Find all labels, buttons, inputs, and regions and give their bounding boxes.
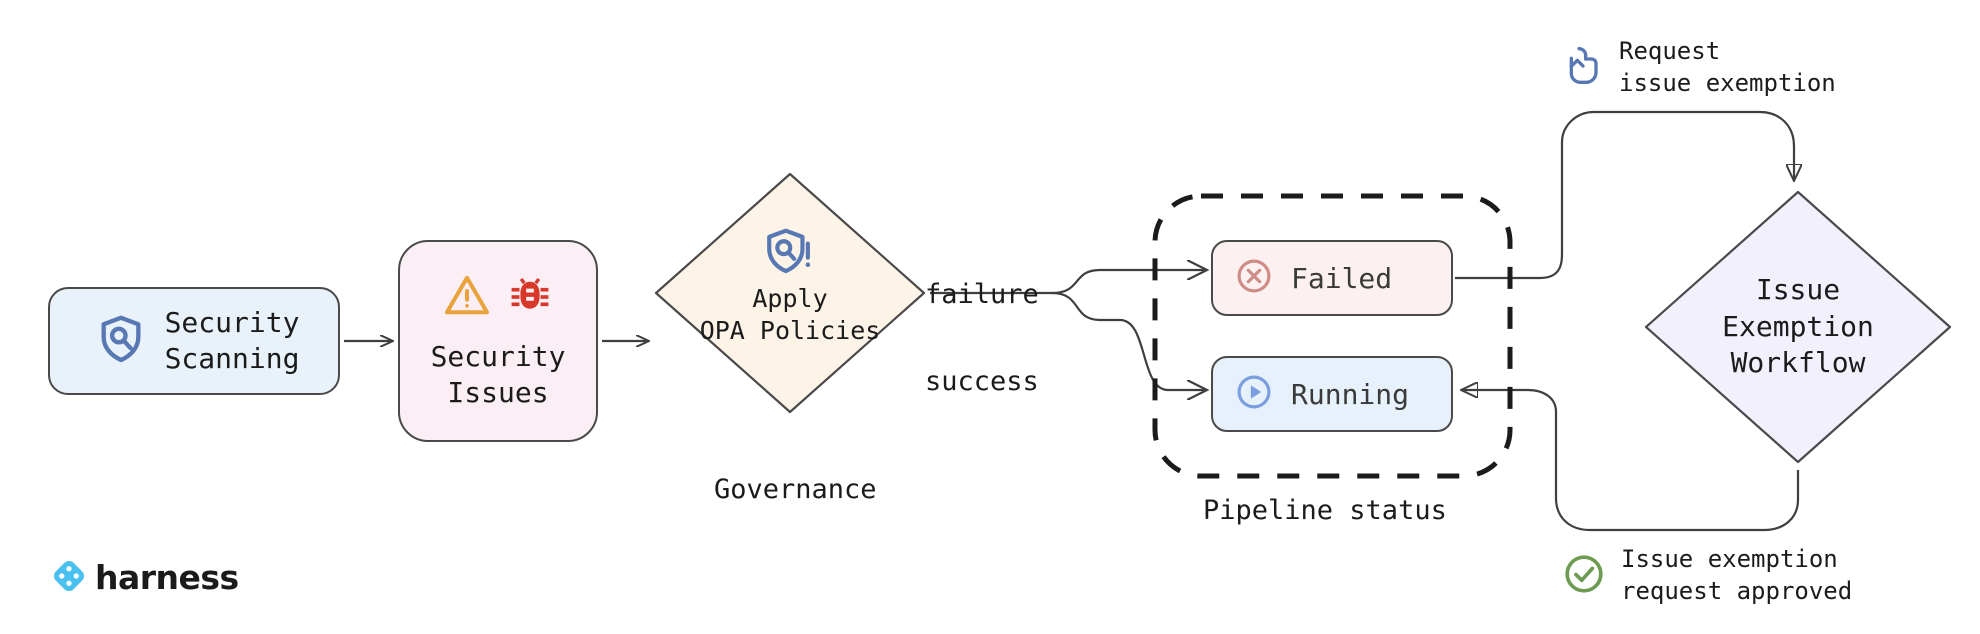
status-chip-failed[interactable]: Failed bbox=[1211, 240, 1453, 316]
circle-x-icon bbox=[1235, 257, 1273, 299]
harness-wordmark: harness bbox=[95, 558, 239, 597]
status-chip-running[interactable]: Running bbox=[1211, 356, 1453, 432]
node-label: Security Issues bbox=[430, 339, 566, 409]
node-label: Apply OPA Policies bbox=[699, 283, 881, 346]
shield-search-icon bbox=[95, 313, 147, 369]
circle-check-icon bbox=[1563, 553, 1605, 599]
tap-hand-icon bbox=[1563, 44, 1603, 92]
edge-failure-to-failed bbox=[1051, 270, 1207, 295]
pipeline-status-caption: Pipeline status bbox=[1203, 495, 1447, 526]
issue-icons bbox=[443, 271, 553, 323]
status-chip-label: Failed bbox=[1291, 261, 1393, 295]
node-label: Security Scanning bbox=[164, 306, 300, 375]
annotation-request-issue-exemption: Request issue exemption bbox=[1563, 36, 1836, 100]
edge-success-to-running bbox=[1051, 291, 1207, 390]
edge-label-success: success bbox=[925, 366, 1039, 397]
circle-play-icon bbox=[1235, 373, 1273, 415]
status-chip-label: Running bbox=[1291, 377, 1410, 411]
node-apply-opa-policies[interactable]: Apply OPA Policies bbox=[650, 168, 930, 418]
annotation-issue-exemption-approved: Issue exemption request approved bbox=[1563, 544, 1852, 608]
node-security-scanning[interactable]: Security Scanning bbox=[48, 287, 340, 395]
diamond-shape bbox=[1644, 190, 1952, 464]
shield-policy-alert-icon bbox=[763, 224, 817, 282]
edge-label-failure: failure bbox=[925, 279, 1039, 310]
diamond-shape bbox=[654, 172, 926, 414]
node-label: Issue Exemption Workflow bbox=[1722, 272, 1874, 380]
annotation-text: Issue exemption request approved bbox=[1621, 545, 1853, 605]
harness-diamond-icon bbox=[52, 559, 86, 597]
bug-icon bbox=[507, 272, 553, 322]
node-security-issues[interactable]: Security Issues bbox=[398, 240, 598, 442]
annotation-text: Request issue exemption bbox=[1619, 37, 1836, 97]
governance-caption: Governance bbox=[714, 474, 877, 505]
harness-logo: harness bbox=[52, 558, 239, 597]
node-issue-exemption-workflow[interactable]: Issue Exemption Workflow bbox=[1640, 186, 1956, 468]
pipeline-status-group-border bbox=[1152, 193, 1513, 479]
warning-triangle-icon bbox=[443, 271, 491, 323]
